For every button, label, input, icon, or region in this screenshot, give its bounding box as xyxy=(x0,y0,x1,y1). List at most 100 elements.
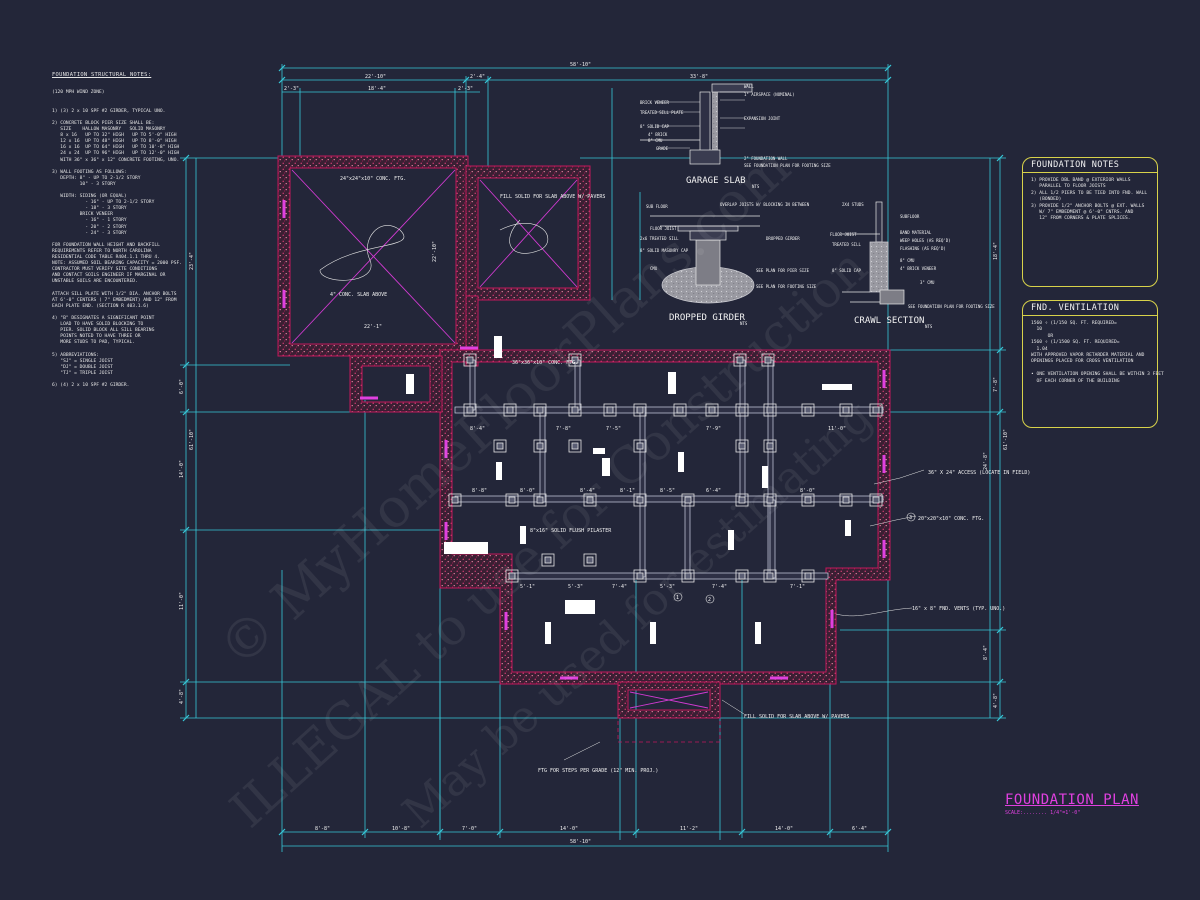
svg-text:7'-4": 7'-4" xyxy=(712,584,727,590)
svg-text:6'-4": 6'-4" xyxy=(852,826,867,832)
pier-footing xyxy=(533,403,547,417)
svg-text:DROPPED GIRDER: DROPPED GIRDER xyxy=(766,236,800,241)
structural-notes-subheading: (120 MPH WIND ZONE) xyxy=(52,90,105,96)
svg-text:10'-8": 10'-8" xyxy=(392,826,410,832)
svg-text:1: 1 xyxy=(676,595,679,601)
pier-footing xyxy=(763,403,777,417)
svg-text:8'-5": 8'-5" xyxy=(660,488,675,494)
svg-text:8'-8": 8'-8" xyxy=(315,826,330,832)
structural-notes-body: 1) (3) 2 x 10 SPF #2 GIRDER, TYPICAL UNO… xyxy=(52,108,182,388)
pier-footing xyxy=(603,403,617,417)
svg-text:16" x 8" FND. VENTS (TYP. UNO.: 16" x 8" FND. VENTS (TYP. UNO.) xyxy=(912,606,1005,612)
svg-text:8'-0": 8'-0" xyxy=(800,488,815,494)
svg-text:8" CMU: 8" CMU xyxy=(648,138,663,143)
ventilation-body: 1560 ÷ (1/150 SQ. FT. REQUIRED= 10 OR 15… xyxy=(1031,321,1164,384)
svg-text:2" FOUNDATION WALL: 2" FOUNDATION WALL xyxy=(744,156,788,161)
pier-footing xyxy=(839,403,853,417)
pier-footing xyxy=(505,493,519,507)
svg-text:2'-3": 2'-3" xyxy=(284,86,299,92)
svg-text:SEE PLAN FOR FOOTING SIZE: SEE PLAN FOR FOOTING SIZE xyxy=(756,284,817,289)
svg-text:8'-1": 8'-1" xyxy=(620,488,635,494)
pier-footing xyxy=(583,493,597,507)
pier xyxy=(571,406,579,414)
svg-text:2: 2 xyxy=(708,597,711,603)
pier xyxy=(536,406,544,414)
pier-footing xyxy=(673,403,687,417)
pier xyxy=(766,496,774,504)
svg-text:BRICK VENEER: BRICK VENEER xyxy=(640,100,669,105)
pier xyxy=(508,496,516,504)
wall-vents xyxy=(282,200,886,680)
pier xyxy=(872,406,880,414)
pier-footing xyxy=(583,553,597,567)
svg-text:7'-5": 7'-5" xyxy=(606,426,621,432)
svg-text:24"x24"x10" CONC. FTG.: 24"x24"x10" CONC. FTG. xyxy=(340,176,406,182)
pier-footing xyxy=(801,493,815,507)
pier-footing xyxy=(763,439,777,453)
pier xyxy=(636,406,644,414)
svg-text:4" CONC. SLAB ABOVE: 4" CONC. SLAB ABOVE xyxy=(330,292,387,298)
pier xyxy=(466,356,474,364)
svg-text:TREATED SILL PLATE: TREATED SILL PLATE xyxy=(640,110,684,115)
svg-text:DROPPED GIRDER: DROPPED GIRDER xyxy=(669,313,745,323)
pier xyxy=(738,406,746,414)
svg-text:SEE FOUNDATION PLAN FOR FOOTIN: SEE FOUNDATION PLAN FOR FOOTING SIZE xyxy=(908,304,995,309)
pier-footing xyxy=(448,493,462,507)
pier xyxy=(466,406,474,414)
callout-circles xyxy=(673,512,916,604)
svg-text:58'-10": 58'-10" xyxy=(570,839,591,845)
pier-footing xyxy=(463,353,477,367)
pier-footing xyxy=(801,569,815,583)
svg-text:22'-10": 22'-10" xyxy=(432,241,438,262)
svg-text:14'-0": 14'-0" xyxy=(775,826,793,832)
pier-footing xyxy=(533,493,547,507)
svg-text:FILL SOLID FOR SLAB ABOVE W/ P: FILL SOLID FOR SLAB ABOVE W/ PAVERS xyxy=(744,714,849,720)
svg-text:22'-1": 22'-1" xyxy=(364,324,382,330)
svg-text:FILL SOLID FOR SLAB ABOVE W/ P: FILL SOLID FOR SLAB ABOVE W/ PAVERS xyxy=(500,194,605,200)
svg-text:36"x36"x10" CONC. FTG.: 36"x36"x10" CONC. FTG. xyxy=(512,360,578,366)
crawl-section-detail xyxy=(842,201,905,305)
pier xyxy=(536,496,544,504)
svg-text:SEE PLAN FOR PIER SIZE: SEE PLAN FOR PIER SIZE xyxy=(756,268,810,273)
svg-text:24'-8": 24'-8" xyxy=(983,452,989,470)
pier xyxy=(736,356,744,364)
pier xyxy=(676,406,684,414)
svg-text:4" BRICK: 4" BRICK xyxy=(648,132,668,137)
svg-text:GRADE: GRADE xyxy=(656,146,669,151)
foundation-notes-heading: FOUNDATION NOTES xyxy=(1023,158,1157,173)
pier-footing xyxy=(735,493,749,507)
pier-footing xyxy=(733,353,747,367)
drawing-scale: SCALE:........ 1/4"=1'-0" xyxy=(1005,810,1081,816)
svg-text:CMU: CMU xyxy=(650,266,658,271)
svg-text:SUB FLOOR: SUB FLOOR xyxy=(646,204,668,209)
pier xyxy=(506,406,514,414)
plan-text: 58'-10" 22'-10" 2'-4" 33'-8" 2'-3" 18'-4… xyxy=(179,62,1030,845)
svg-text:TREATED SILL: TREATED SILL xyxy=(832,242,861,247)
svg-text:7'-1": 7'-1" xyxy=(790,584,805,590)
svg-text:18'-4": 18'-4" xyxy=(368,86,386,92)
svg-text:7'-9": 7'-9" xyxy=(706,426,721,432)
pier xyxy=(766,406,774,414)
pier xyxy=(738,442,746,450)
pier-footing xyxy=(633,439,647,453)
svg-text:8" SOLID CAP: 8" SOLID CAP xyxy=(640,124,669,129)
svg-text:NTS: NTS xyxy=(752,184,760,189)
svg-text:3" CMU: 3" CMU xyxy=(920,280,935,285)
svg-text:7'-8": 7'-8" xyxy=(993,377,999,392)
pier-footing xyxy=(761,353,775,367)
svg-text:7'-8": 7'-8" xyxy=(556,426,571,432)
svg-text:8'-4": 8'-4" xyxy=(580,488,595,494)
svg-text:3: 3 xyxy=(909,515,912,521)
pier-footing xyxy=(505,569,519,583)
pier-footing xyxy=(493,439,507,453)
structural-notes-heading: FOUNDATION STRUCTURAL NOTES: xyxy=(52,72,152,79)
svg-text:1" AIRSPACE (NOMINAL): 1" AIRSPACE (NOMINAL) xyxy=(744,92,795,97)
pier xyxy=(586,496,594,504)
svg-text:20"x20"x10" CONC. FTG.: 20"x20"x10" CONC. FTG. xyxy=(918,516,984,522)
pier xyxy=(636,572,644,580)
pier xyxy=(842,406,850,414)
pier xyxy=(508,572,516,580)
pier xyxy=(804,406,812,414)
label-blocks xyxy=(406,336,852,644)
